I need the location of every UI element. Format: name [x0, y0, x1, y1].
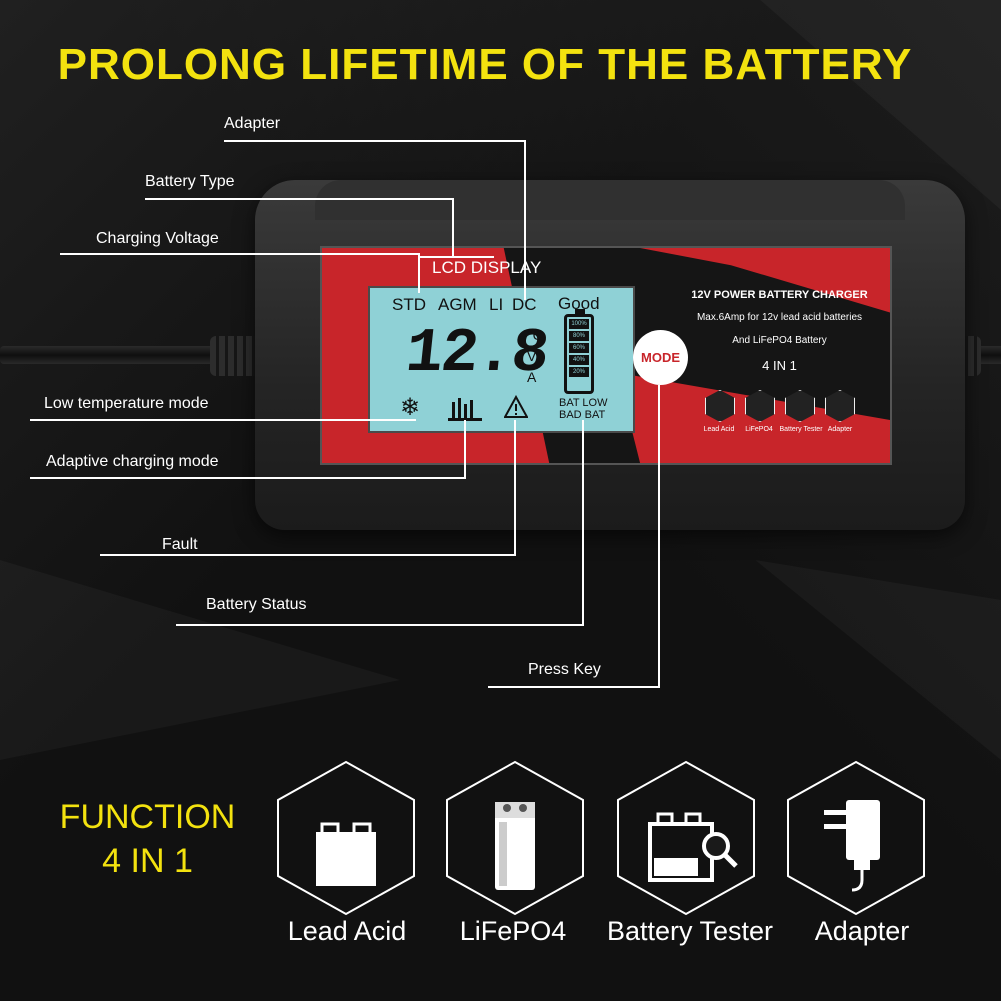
leader-line — [30, 419, 416, 421]
cable-strain-relief — [210, 336, 260, 376]
leader-line — [452, 198, 454, 258]
function-label-battery-tester: Battery Tester — [606, 916, 774, 946]
battery-tester-function — [614, 758, 758, 918]
lcd-mode-dc: DC — [512, 295, 537, 314]
callout-charging-voltage: Charging Voltage — [96, 230, 219, 247]
callout-fault: Fault — [162, 536, 198, 553]
mini-label-adapter: Adapter — [827, 426, 853, 433]
mini-battery-tester-icon — [785, 390, 815, 422]
function-label-lifepo4: LiFePO4 — [459, 916, 567, 946]
panel-spec-2: And LiFePO4 Battery — [732, 335, 827, 346]
leader-line — [30, 477, 466, 479]
lcd-status-good: Good — [558, 294, 600, 313]
callout-battery-status: Battery Status — [206, 596, 307, 613]
lcd-mode-std: STD — [392, 295, 426, 314]
leader-line — [418, 256, 494, 258]
battery-bar: 100% — [569, 319, 589, 329]
battery-level-icon: 100% 80% 60% 40% 20% — [564, 309, 594, 394]
snowflake-icon: ❄ — [400, 394, 421, 421]
lcd-title: LCD DISPLAY — [432, 258, 542, 277]
leader-line — [60, 253, 420, 255]
battery-bar: 60% — [569, 343, 589, 353]
leader-line — [418, 253, 420, 293]
lcd-mode-li: LI — [489, 295, 504, 314]
adapter-function — [784, 758, 928, 918]
battery-bar: 20% — [569, 367, 589, 377]
panel-model: 12V POWER BATTERY CHARGER — [691, 289, 868, 301]
panel-spec-1: Max.6Amp for 12v lead acid batteries — [696, 312, 863, 323]
leader-line — [224, 140, 526, 142]
function-label-lead-acid: Lead Acid — [287, 916, 407, 946]
lcd-screen — [368, 286, 635, 433]
adaptive-bars-icon — [448, 398, 482, 421]
function-label-adapter: Adapter — [814, 916, 910, 946]
headline: PROLONG LIFETIME OF THE BATTERY — [57, 40, 913, 89]
unit-celsius: °C — [527, 327, 543, 343]
lead-acid-icon — [277, 760, 415, 916]
unit-amp: A — [527, 369, 537, 385]
lcd-mode-agm: AGM — [438, 295, 477, 314]
charger-top-ridge — [315, 180, 905, 220]
bg-facet — [755, 560, 1001, 760]
lcd-status-bad-bat: BAD BAT — [559, 409, 606, 421]
leader-line — [514, 420, 516, 556]
mini-label-lead-acid: Lead Acid — [703, 426, 735, 433]
callout-adaptive-charging-mode: Adaptive charging mode — [46, 453, 219, 470]
leader-line — [524, 140, 526, 300]
leader-line — [145, 198, 454, 200]
bg-facet — [0, 560, 400, 760]
callout-low-temperature-mode: Low temperature mode — [44, 395, 209, 412]
callout-adapter: Adapter — [224, 115, 281, 132]
battery-bar: 80% — [569, 331, 589, 341]
battery-tester-icon — [617, 760, 755, 916]
leader-line — [100, 554, 516, 556]
mode-button[interactable]: MODE — [633, 330, 688, 385]
unit-volt: V — [527, 348, 537, 364]
lifepo4-battery-icon — [446, 760, 584, 916]
mini-label-lifepo4: LiFePO4 — [745, 426, 773, 433]
lead-acid-function — [274, 758, 418, 918]
warning-icon — [504, 395, 528, 418]
function-title-line1: FUNCTION — [59, 798, 236, 836]
leader-line — [582, 420, 584, 626]
callout-press-key: Press Key — [528, 661, 601, 678]
panel-4in1: 4 IN 1 — [762, 358, 797, 373]
lifepo4-function — [443, 758, 587, 918]
mini-label-battery-tester: Battery Tester — [779, 426, 823, 433]
function-title: FUNCTION 4 IN 1 — [55, 795, 240, 883]
power-cable — [0, 346, 240, 364]
leader-line — [658, 385, 660, 688]
leader-line — [176, 624, 584, 626]
adapter-plug-icon — [787, 760, 925, 916]
function-title-line2: 4 IN 1 — [102, 842, 193, 880]
mini-lifepo4-icon — [745, 390, 775, 422]
lcd-units: °C V A — [527, 325, 543, 388]
battery-bar: 40% — [569, 355, 589, 365]
callout-battery-type: Battery Type — [145, 173, 235, 190]
mini-lead-acid-icon — [705, 390, 735, 422]
leader-line — [488, 686, 660, 688]
mini-adapter-icon — [825, 390, 855, 422]
lcd-status-bat-low: BAT LOW — [559, 397, 608, 409]
leader-line — [464, 420, 466, 479]
